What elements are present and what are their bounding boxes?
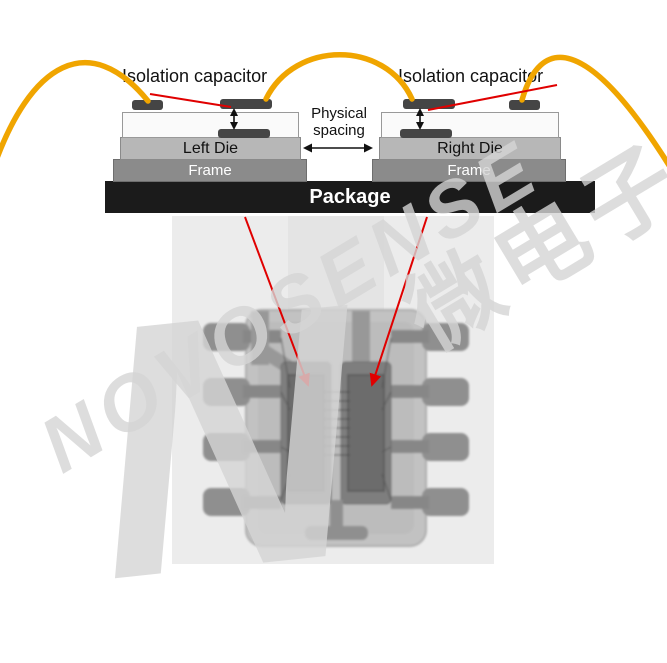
xray-left-lead-feet (203, 323, 250, 516)
xray-center-bond-wires (322, 391, 350, 456)
xray-image (172, 216, 494, 564)
bond-wire-center (263, 52, 415, 102)
right-isolation-capacitor-label: Isolation capacitor (398, 66, 544, 86)
package-label: Package (309, 186, 391, 208)
right-frame: Frame (372, 159, 566, 182)
left-capacitor-cavity (122, 112, 299, 138)
xray-right-paddle (340, 361, 392, 505)
left-frame: Frame (113, 159, 307, 182)
right-die-label: Right Die (437, 140, 503, 157)
xray-left-die (287, 374, 325, 492)
left-die: Left Die (120, 137, 301, 160)
xray-callout-arrows (244, 216, 428, 387)
watermark-logo-letter: N (74, 228, 376, 656)
physical-spacing-line1: Physical (311, 105, 367, 122)
xray-top-tiebar-left-arm (255, 343, 297, 375)
xray-left-paddle (280, 361, 332, 505)
physical-spacing-label: Physical spacing (301, 105, 377, 139)
xray-right-lead-necks (391, 330, 429, 509)
left-frame-label: Frame (188, 162, 232, 179)
left-capacitor-bottom-plate (218, 129, 270, 138)
xray-right-lead-feet (422, 323, 469, 516)
right-frame-label: Frame (447, 162, 491, 179)
right-capacitor-top-plate (403, 99, 455, 109)
xray-left-lead-necks (243, 330, 281, 509)
right-bond-pad (509, 100, 540, 110)
xray-package-inner (258, 322, 414, 534)
xray-background (172, 216, 494, 564)
physical-spacing-arrow (303, 143, 373, 153)
xray-right-die (347, 374, 385, 492)
xray-package-group (203, 309, 469, 547)
right-die-callout-arrow (369, 216, 428, 387)
right-die: Right Die (379, 137, 561, 160)
xray-package-body (245, 309, 427, 547)
xray-top-tiebar-left (251, 311, 269, 365)
xray-shadow (288, 216, 384, 316)
xray-bottom-tiebar-stem (330, 500, 343, 534)
physical-spacing-line2: spacing (313, 122, 365, 139)
xray-top-tiebar-right (352, 311, 370, 365)
left-bond-pad (132, 100, 163, 110)
left-die-callout-arrow (244, 216, 310, 387)
package-substrate: Package (105, 181, 595, 213)
xray-bottom-tiebar-bar (305, 526, 368, 540)
right-capacitor-bottom-plate (400, 129, 452, 138)
left-die-label: Left Die (182, 140, 239, 157)
left-isolation-capacitor-label: Isolation capacitor (122, 66, 268, 86)
xray-outer-bond-wires (280, 337, 392, 501)
left-capacitor-top-plate (220, 99, 272, 109)
